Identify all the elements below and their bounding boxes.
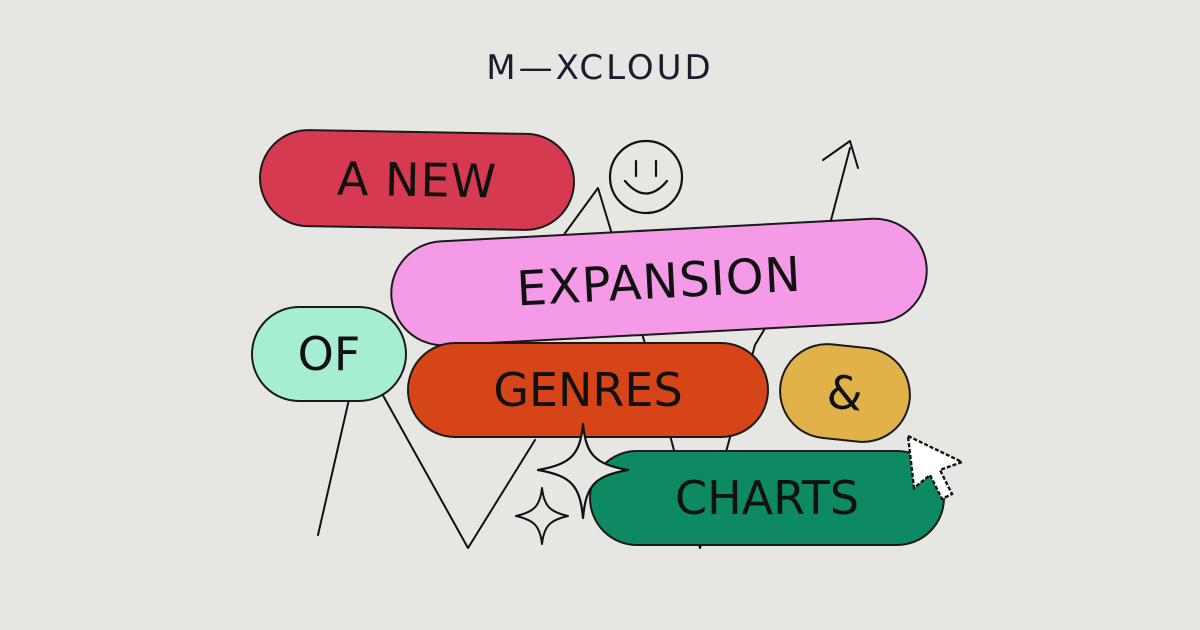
brand-logo[interactable]: M—XCLOUD — [486, 48, 714, 88]
pill-genres: GENRES — [407, 342, 769, 438]
sparkle-star-small-icon — [515, 487, 569, 545]
zigzag-line — [317, 394, 351, 536]
pill-a-new: A NEW — [258, 128, 576, 232]
arrow-up-icon — [822, 140, 859, 169]
sparkle-star-icon — [536, 422, 630, 520]
pill-charts: CHARTS — [589, 450, 945, 546]
pill-of: OF — [251, 306, 407, 402]
smiley-face-icon — [608, 139, 684, 215]
mouse-cursor-icon — [906, 433, 966, 501]
zigzag-line-2 — [379, 389, 536, 549]
